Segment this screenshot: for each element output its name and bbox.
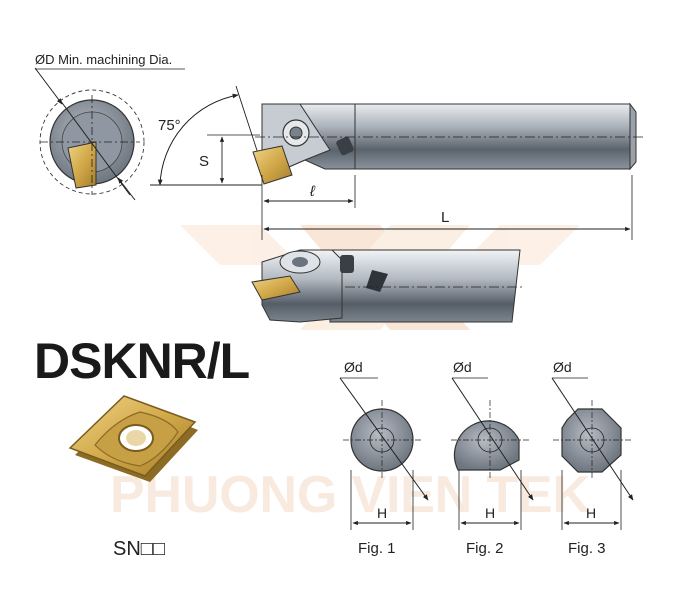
- insert-image: [68, 395, 198, 482]
- l-big-dimension: [261, 175, 633, 240]
- fig1-h-label: H: [377, 505, 387, 521]
- fig3-drawing: [551, 377, 634, 530]
- angle-callout: [150, 85, 265, 186]
- fig2-drawing: [451, 377, 534, 530]
- angle-label: 75°: [158, 117, 181, 134]
- fig2-caption: Fig. 2: [466, 540, 504, 557]
- fig2-od-label: Ød: [453, 359, 472, 375]
- l-small-dimension: [261, 175, 356, 208]
- end-view: [34, 67, 145, 201]
- fig1-drawing: [339, 377, 429, 530]
- l-small-label: ℓ: [309, 183, 316, 200]
- fig3-caption: Fig. 3: [568, 540, 606, 557]
- product-title: DSKNR/L: [34, 333, 250, 389]
- s-dimension: [207, 134, 260, 186]
- min-dia-label: ØD Min. machining Dia.: [35, 52, 172, 67]
- boring-bar-top: [252, 102, 645, 185]
- boring-bar-3d: [251, 249, 525, 323]
- fig1-caption: Fig. 1: [358, 540, 396, 557]
- fig3-h-label: H: [586, 505, 596, 521]
- insert-code: SN□□: [113, 538, 165, 560]
- s-label: S: [199, 153, 209, 170]
- fig2-h-label: H: [485, 505, 495, 521]
- watermark-text: PHUONG VIEN TEK: [110, 466, 590, 524]
- fig3-od-label: Ød: [553, 359, 572, 375]
- fig1-od-label: Ød: [344, 359, 363, 375]
- l-big-label: L: [441, 209, 449, 226]
